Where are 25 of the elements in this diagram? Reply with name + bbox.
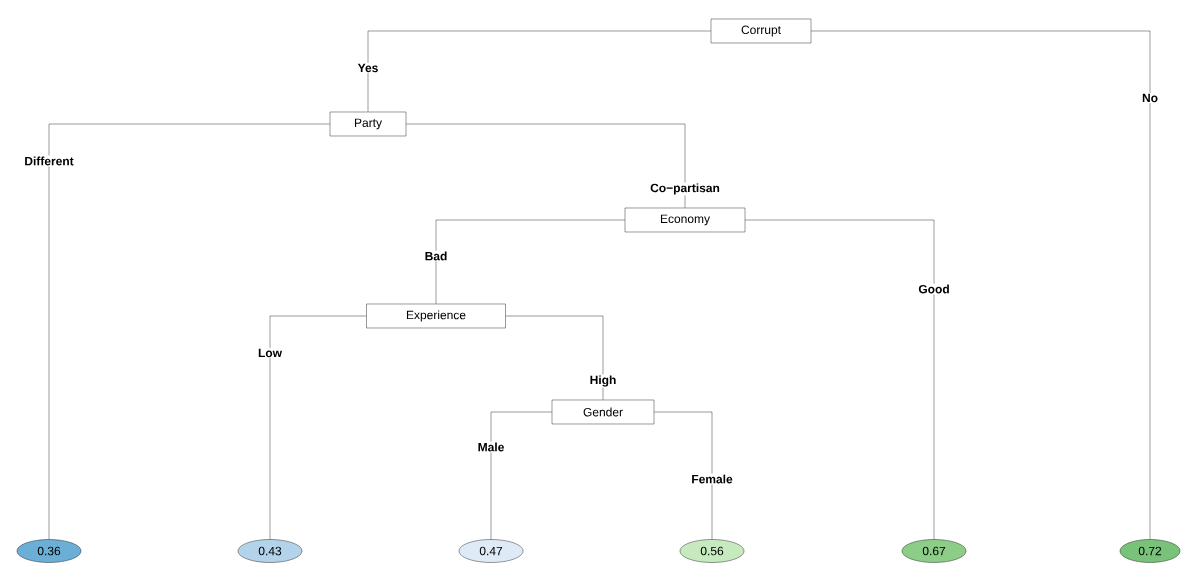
connector xyxy=(367,30,711,112)
edge-label: Female xyxy=(690,473,734,485)
split-box: Economy xyxy=(624,207,746,233)
connector xyxy=(505,315,604,400)
split-box: Gender xyxy=(551,399,655,425)
split-box: Party xyxy=(329,111,407,137)
connector xyxy=(435,219,625,304)
edge-label: No xyxy=(1141,92,1159,104)
edge-label: Good xyxy=(917,283,951,295)
edge-label: Low xyxy=(257,347,283,359)
edge-label: Yes xyxy=(356,62,380,74)
connector xyxy=(406,123,686,208)
connector xyxy=(654,411,713,540)
connector xyxy=(269,315,367,540)
connector xyxy=(490,411,552,540)
connector xyxy=(811,30,1151,540)
edge-label: Male xyxy=(476,441,506,453)
connector xyxy=(48,123,330,540)
edge-label: Different xyxy=(23,155,75,167)
edge-label: Bad xyxy=(423,250,449,262)
edge-label: Co−partisan xyxy=(649,182,721,196)
connector xyxy=(745,219,935,540)
edge-label: High xyxy=(588,374,618,388)
split-box: Corrupt xyxy=(710,18,812,44)
split-box: Experience xyxy=(366,303,506,329)
